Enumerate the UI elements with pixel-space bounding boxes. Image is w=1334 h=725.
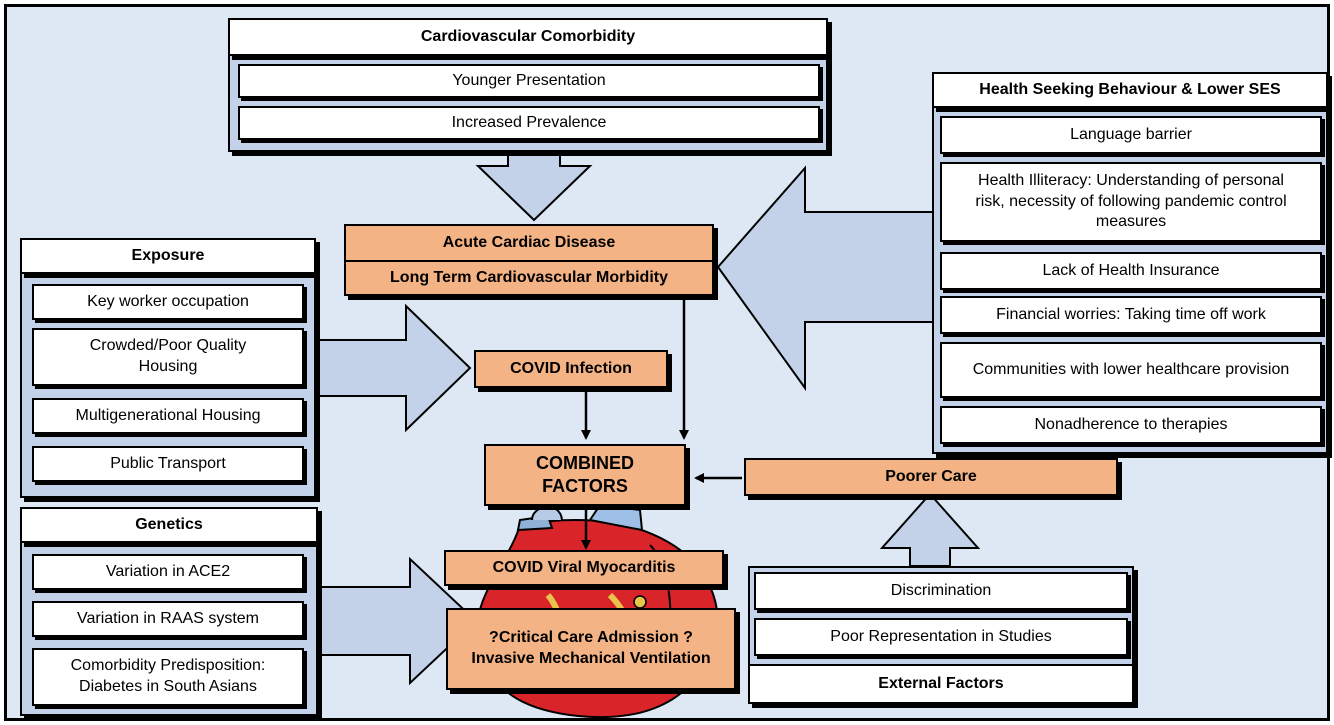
health-seeking-item: Health Illiteracy: Understanding of pers… <box>940 162 1322 242</box>
exposure-item: Multigenerational Housing <box>32 398 304 434</box>
genetics-title: Genetics <box>20 507 318 543</box>
health-seeking-arrow <box>716 165 936 392</box>
exposure-item: Key worker occupation <box>32 284 304 320</box>
health-seeking-item: Financial worries: Taking time off work <box>940 296 1322 334</box>
health-seeking-item: Communities with lower healthcare provis… <box>940 342 1322 398</box>
acute-cardiac-box: Acute Cardiac Disease <box>344 224 714 262</box>
genetics-item: Variation in RAAS system <box>32 601 304 637</box>
exposure-arrow <box>315 303 472 433</box>
health-seeking-item: Language barrier <box>940 116 1322 154</box>
poorer-care-box: Poorer Care <box>744 458 1118 496</box>
genetics-arrow <box>319 556 478 686</box>
cardiovascular-title: Cardiovascular Comorbidity <box>228 18 828 56</box>
cardiovascular-item: Younger Presentation <box>238 64 820 98</box>
myocarditis-box: COVID Viral Myocarditis <box>444 550 724 586</box>
covid-infection-box: COVID Infection <box>474 350 668 388</box>
genetics-item: Variation in ACE2 <box>32 554 304 590</box>
critical-care-box: ?Critical Care Admission ?Invasive Mecha… <box>446 608 736 690</box>
exposure-item: Public Transport <box>32 446 304 482</box>
health-seeking-item: Nonadherence to therapies <box>940 406 1322 444</box>
genetics-item: Comorbidity Predisposition: Diabetes in … <box>32 648 304 706</box>
exposure-item: Crowded/Poor Quality Housing <box>32 328 304 386</box>
external-item: Poor Representation in Studies <box>754 618 1128 656</box>
external-item: Discrimination <box>754 572 1128 610</box>
combined-factors-box: COMBINED FACTORS <box>484 444 686 506</box>
external-title: External Factors <box>748 664 1134 704</box>
health-seeking-item: Lack of Health Insurance <box>940 252 1322 290</box>
exposure-title: Exposure <box>20 238 316 274</box>
health-seeking-title: Health Seeking Behaviour & Lower SES <box>932 72 1328 108</box>
long-term-morbidity-box: Long Term Cardiovascular Morbidity <box>344 260 714 296</box>
cardiovascular-arrow <box>475 151 593 222</box>
external-arrow <box>879 492 981 567</box>
cardiovascular-item: Increased Prevalence <box>238 106 820 140</box>
